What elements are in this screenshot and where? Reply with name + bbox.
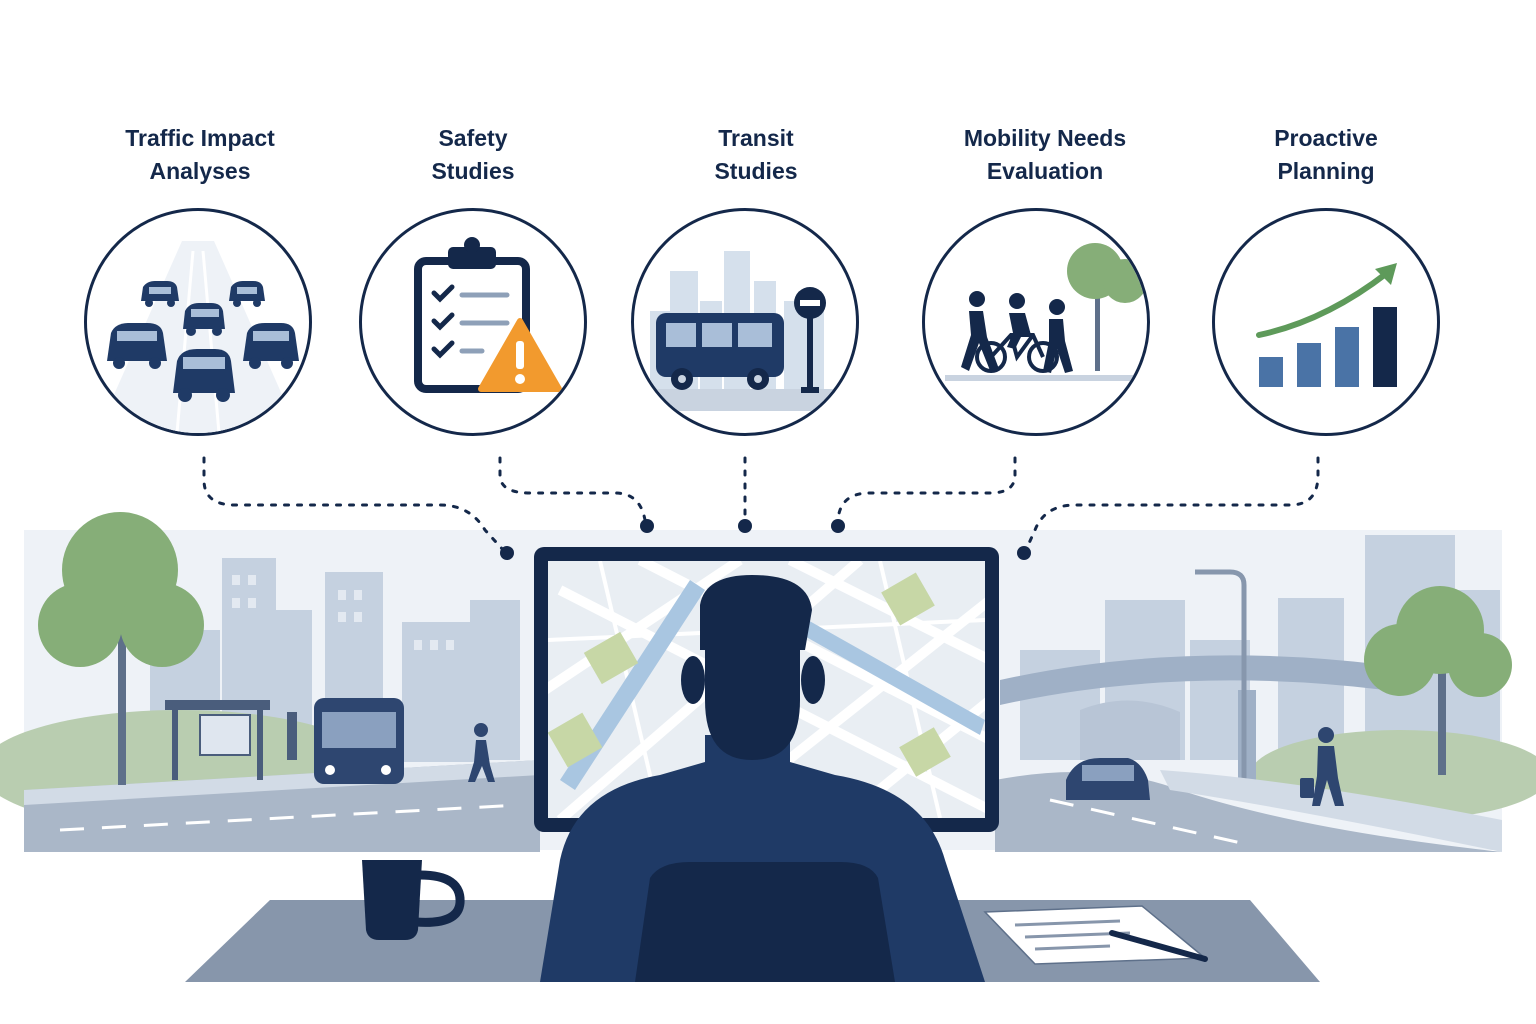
- label-line-1: Safety: [438, 125, 508, 151]
- clipboard-warning-icon: [414, 237, 562, 393]
- label-line-2: Planning: [1277, 158, 1375, 184]
- label-line-1: Proactive: [1274, 125, 1378, 151]
- mobility-needs-label: Mobility Needs Evaluation: [915, 122, 1175, 188]
- label-line-1: Mobility Needs: [963, 125, 1127, 151]
- proactive-planning-circle: [1212, 208, 1440, 436]
- cars-traffic-icon: [97, 241, 299, 433]
- bus-stop-icon: [634, 251, 856, 411]
- label-line-2: Studies: [714, 158, 798, 184]
- label-line-2: Studies: [431, 158, 515, 184]
- transit-studies-circle: [631, 208, 859, 436]
- mobility-needs-circle: [922, 208, 1150, 436]
- label-line-1: Traffic Impact: [125, 125, 275, 151]
- safety-studies-label: Safety Studies: [343, 122, 603, 188]
- label-line-1: Transit: [718, 125, 794, 151]
- proactive-planning-label: Proactive Planning: [1196, 122, 1456, 188]
- transit-studies-label: Transit Studies: [626, 122, 886, 188]
- pedestrian-cyclist-icon: [945, 243, 1147, 381]
- traffic-impact-label: Traffic Impact Analyses: [70, 122, 330, 188]
- growth-chart-icon: [1256, 263, 1397, 387]
- label-line-2: Analyses: [149, 158, 251, 184]
- safety-studies-circle: [359, 208, 587, 436]
- label-line-2: Evaluation: [986, 158, 1104, 184]
- traffic-impact-circle: [84, 208, 312, 436]
